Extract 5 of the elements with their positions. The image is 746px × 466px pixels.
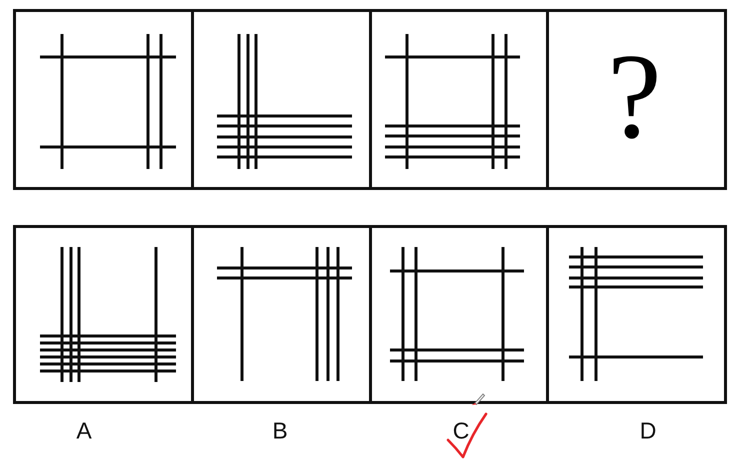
option-letter: B: [272, 420, 288, 442]
option-letter: D: [640, 420, 656, 442]
option-letter: C: [452, 420, 470, 442]
question-mark: ?: [607, 36, 662, 158]
option-letter: A: [76, 420, 92, 442]
